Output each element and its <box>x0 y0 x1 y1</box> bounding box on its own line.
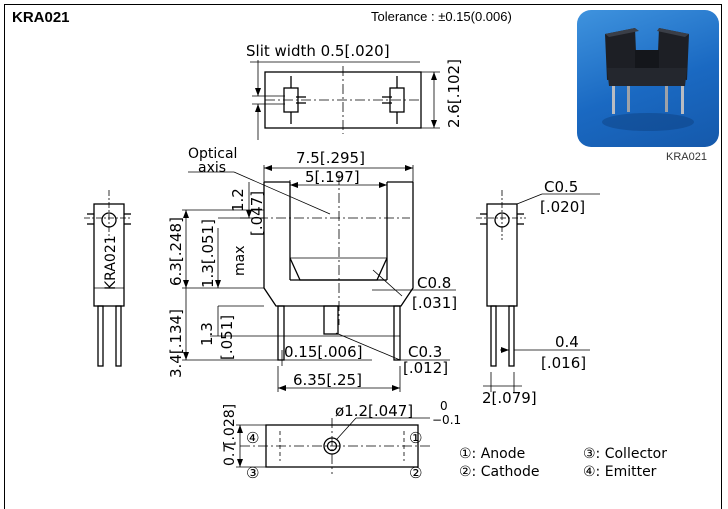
side-chamfer-dim-b: [.020] <box>540 198 585 216</box>
axis-offset-dim-b: [.047] <box>248 191 266 236</box>
right-side-view <box>476 190 600 392</box>
tolerance-note: Tolerance : ±0.15(0.006) <box>371 9 512 24</box>
inner-width-dim: 5[.197] <box>305 168 360 186</box>
lead-width-dim-a: 0.4 <box>555 333 579 351</box>
side-chamfer-dim-a: C0.5 <box>544 178 578 196</box>
optical-axis-label-1: Optical <box>188 146 237 162</box>
slit-width-label: Slit width 0.5[.020] <box>246 42 390 60</box>
top-height-dim: 2.6[.102] <box>445 59 463 128</box>
photo-caption: KRA021 <box>666 151 707 163</box>
lead-pitch-dim: 6.35[.25] <box>293 371 362 389</box>
front-view <box>182 165 456 392</box>
sensor-photo-icon <box>602 28 694 131</box>
chamfer-08-dim-b: [.031] <box>412 294 457 312</box>
hole-tolerance-upper: 0 <box>440 399 448 413</box>
legend-cathode: ②: Cathode <box>459 464 540 480</box>
outer-width-dim: 7.5[.295] <box>296 149 365 167</box>
legend-emitter: ④: Emitter <box>583 464 657 480</box>
hole-diameter-dim: ø1.2[.047] <box>335 402 413 420</box>
bottom-depth-dim-a: 0.7 <box>222 444 238 466</box>
lead-spacing-dim: 2[.079] <box>482 389 537 407</box>
pin-2-marker: ② <box>409 464 422 482</box>
optical-axis-label-2: axis <box>198 160 226 176</box>
body-height-dim: 6.3[.248] <box>167 217 185 286</box>
left-side-view <box>84 190 132 367</box>
hole-tolerance-lower: −0.1 <box>432 413 461 427</box>
lead-offset-dim-b: [.051] <box>218 315 236 360</box>
bottom-depth-dim-b: [.028] <box>222 404 238 446</box>
lead-offset-dim-a: 1.3 <box>198 322 216 346</box>
lead-width-dim-b: [.016] <box>541 354 586 372</box>
chamfer-03-dim-a: C0.3 <box>408 343 442 361</box>
product-photo <box>577 10 719 147</box>
top-view <box>250 60 440 140</box>
lead-gap-dim: 0.15[.006] <box>284 343 363 361</box>
pin-4-marker: ④ <box>246 429 259 447</box>
lead-height-dim: 3.4[.134] <box>167 309 185 378</box>
pin-1-marker: ① <box>409 429 422 447</box>
legend-collector: ③: Collector <box>583 446 667 462</box>
body-marking: KRA021 <box>103 235 119 290</box>
max-label: max <box>232 245 248 276</box>
pin-3-marker: ③ <box>246 464 259 482</box>
chamfer-08-dim-a: C0.8 <box>417 274 451 292</box>
part-number-title: KRA021 <box>12 9 70 26</box>
sheet-border <box>4 4 722 509</box>
chamfer-03-dim-b: [.012] <box>403 359 448 377</box>
axis-offset-dim-a: 1.2 <box>229 188 247 212</box>
bottom-view <box>236 417 430 474</box>
legend-anode: ①: Anode <box>459 446 525 462</box>
slot-depth-dim: 1.3[.051] <box>199 219 217 288</box>
